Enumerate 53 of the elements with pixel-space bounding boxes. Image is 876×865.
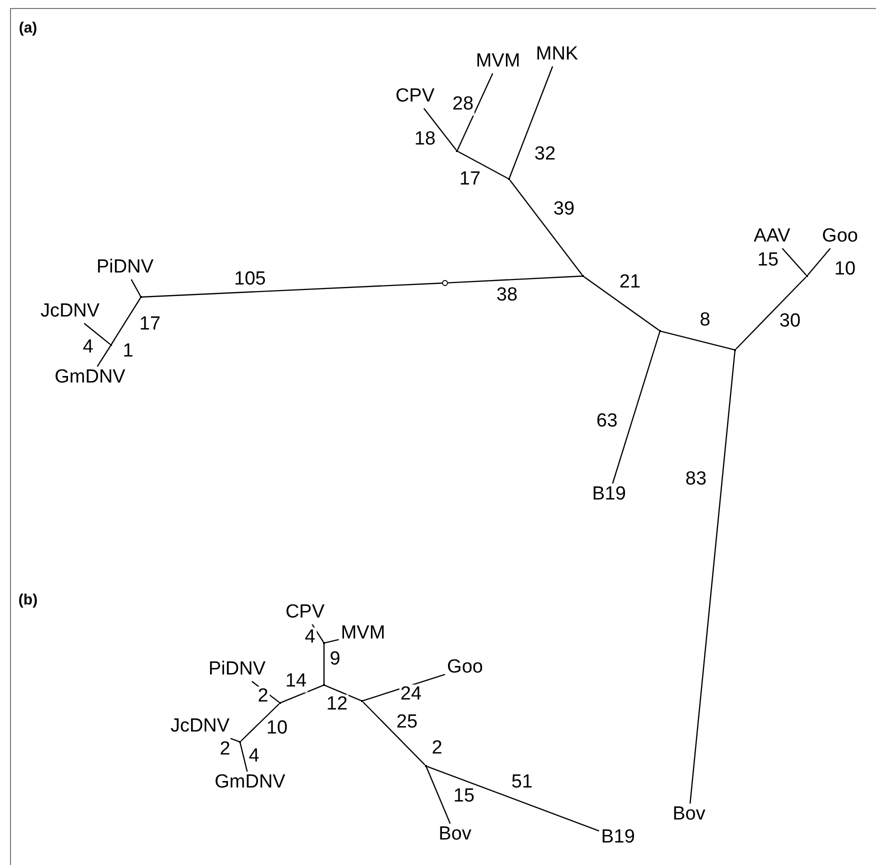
taxon-label: PiDNV <box>94 256 156 280</box>
taxon-label: GmDNV <box>52 366 128 390</box>
root-circle <box>442 280 448 286</box>
taxon-label: CPV <box>283 602 327 624</box>
taxon-label: B19 <box>599 826 637 850</box>
panel-label: (b) <box>18 592 38 608</box>
taxon-label: Bov <box>670 804 708 826</box>
taxon-label: AAV <box>752 226 792 248</box>
tree-branch <box>612 332 660 484</box>
tree-branch <box>324 684 362 702</box>
tree-branch <box>426 766 451 824</box>
tree-branch <box>324 639 339 644</box>
tree-branch <box>458 150 508 180</box>
branch-length: 14 <box>284 672 308 692</box>
tree-branch <box>508 66 554 178</box>
tree-branch <box>312 624 324 642</box>
taxon-label: B19 <box>590 484 628 506</box>
taxon-label: Goo <box>820 226 860 248</box>
taxon-label: Goo <box>445 656 485 680</box>
tree-branch <box>362 674 446 702</box>
tree-branch <box>240 742 248 772</box>
taxon-label: MVM <box>474 50 522 74</box>
tree-branch <box>84 322 110 345</box>
taxon-label: JcDNV <box>38 300 102 324</box>
tree-branch <box>456 73 494 150</box>
taxon-label: MVM <box>338 622 388 646</box>
taxon-label: CPV <box>393 86 437 108</box>
taxon-label: GmDNV <box>212 772 288 794</box>
tree-branch <box>426 766 600 832</box>
tree-branch <box>230 738 240 742</box>
tree-branch <box>96 346 111 367</box>
tree-branch <box>584 276 660 331</box>
taxon-label: MNK <box>534 44 580 66</box>
tree-branch <box>423 108 457 150</box>
tree-branch <box>280 684 324 704</box>
tree-branch <box>323 644 325 684</box>
tree-branch <box>782 248 807 276</box>
tree-branch <box>807 248 831 276</box>
tree-branch <box>362 702 426 766</box>
taxon-label: JcDNV <box>168 716 232 738</box>
tree-branch <box>111 298 141 344</box>
branch-length: 28 <box>451 94 475 116</box>
tree-branch <box>240 704 280 742</box>
taxon-label: PiDNV <box>206 658 268 682</box>
tree-branch <box>660 330 734 350</box>
tree-branch <box>736 276 806 350</box>
tree-branch <box>509 180 583 276</box>
tree-branch <box>448 276 582 284</box>
tree-branch <box>142 282 442 298</box>
tree-branch <box>690 350 736 804</box>
taxon-label: Bov <box>436 824 474 846</box>
tree-branch <box>130 279 141 296</box>
panel-label: (a) <box>18 20 38 36</box>
